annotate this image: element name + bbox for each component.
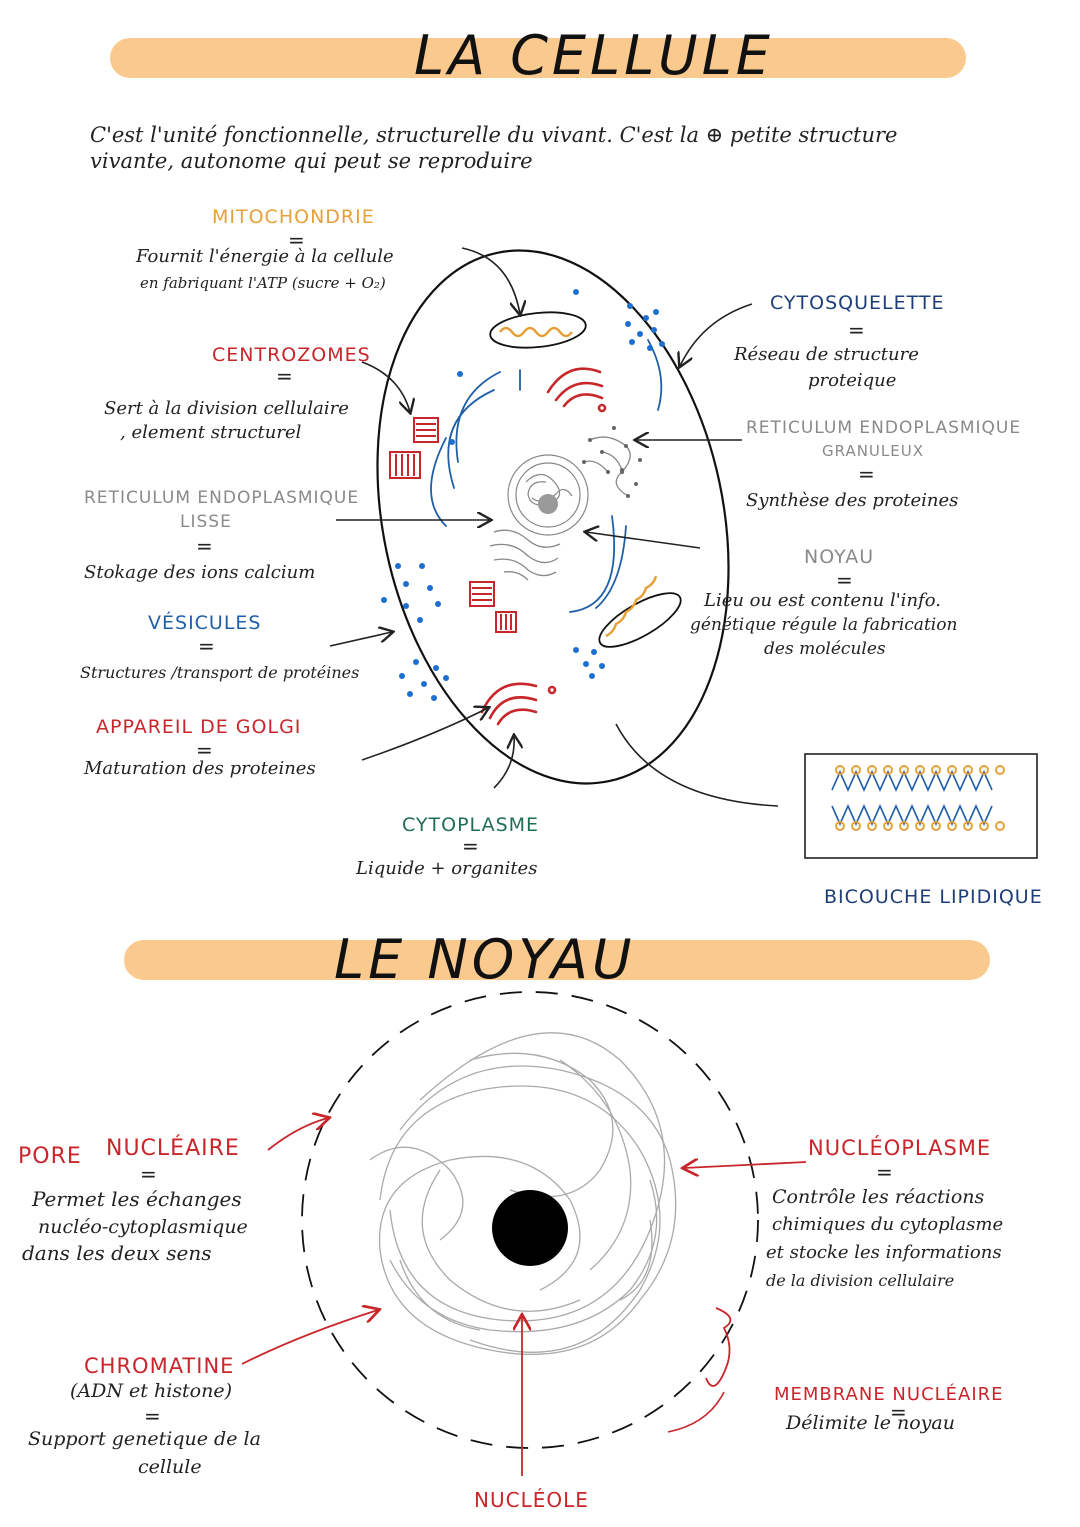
centrosome-icon xyxy=(389,417,517,633)
desc-membrane-nucleaire: Délimite le noyau xyxy=(786,1412,955,1434)
desc-noyau-cell-3: des molécules xyxy=(764,639,886,659)
desc-reticulum-lisse: Stokage des ions calcium xyxy=(84,562,316,583)
label-membrane-nucleaire: MEMBRANE NUCLÉAIRE xyxy=(774,1384,1004,1405)
label-chromatine: CHROMATINE xyxy=(84,1354,235,1378)
equals-chromatine: = xyxy=(144,1404,161,1428)
desc-vesicules: Structures /transport de protéines xyxy=(80,663,360,682)
desc-nucleoplasme-4: de la division cellulaire xyxy=(766,1271,955,1290)
desc-chromatine-2: cellule xyxy=(138,1456,202,1478)
label-bicouche-lipidique: BICOUCHE LIPIDIQUE xyxy=(824,886,1043,908)
desc-mitochondrie-2: en fabriquant l'ATP (sucre + O₂) xyxy=(140,274,386,292)
equals-golgi: = xyxy=(196,738,213,762)
equals-nucleoplasme: = xyxy=(876,1160,893,1184)
page-title-cell: LA CELLULE xyxy=(414,24,774,87)
desc-golgi: Maturation des proteines xyxy=(84,758,316,779)
label-noyau-cell: NOYAU xyxy=(804,546,875,568)
label-cytosquelette: CYTOSQUELETTE xyxy=(770,292,945,314)
desc-pore-2: nucléo-cytoplasmique xyxy=(38,1216,248,1238)
label-mitochondrie: MITOCHONDRIE xyxy=(212,206,375,228)
lipid-bilayer-box xyxy=(804,753,1038,859)
label-reticulum-lisse-2: LISSE xyxy=(180,512,232,532)
label-cytoplasme: CYTOPLASME xyxy=(402,814,540,836)
equals-cytosquelette: = xyxy=(848,318,865,342)
desc-pore-3: dans les deux sens xyxy=(22,1241,212,1265)
desc-centrosomes-2: , element structurel xyxy=(120,422,302,443)
desc-cytosquelette-1: Réseau de structure xyxy=(734,344,919,365)
desc-nucleoplasme-3: et stocke les informations xyxy=(766,1242,1002,1263)
chromatin-icon xyxy=(369,1032,677,1356)
nucleus-arrows xyxy=(241,1118,807,1476)
label-nucleoplasme: NUCLÉOPLASME xyxy=(808,1136,992,1160)
label-reticulum-lisse-1: RETICULUM ENDOPLASMIQUE xyxy=(84,488,360,508)
cell-arrows xyxy=(329,247,753,789)
nuclear-membrane-outline xyxy=(301,991,759,1449)
intro-text-line1: C'est l'unité fonctionnelle, structurell… xyxy=(90,123,898,147)
mitochondria-icon xyxy=(489,311,682,648)
smooth-er-icon xyxy=(489,529,561,581)
label-nucleole: NUCLÉOLE xyxy=(474,1488,589,1512)
intro-text-line2: vivante, autonome qui peut se reproduire xyxy=(90,149,533,173)
desc-centrosomes-1: Sert à la division cellulaire xyxy=(104,398,349,419)
desc-cytoplasme: Liquide + organites xyxy=(356,858,538,879)
label-pore-1: PORE xyxy=(18,1144,82,1169)
equals-pore: = xyxy=(140,1162,157,1186)
title-highlight-nucleus xyxy=(124,940,990,980)
nucleolus-icon xyxy=(492,1190,568,1266)
membrane-bracket xyxy=(705,1307,732,1387)
label-vesicules: VÉSICULES xyxy=(148,612,262,634)
label-pore-2: NUCLÉAIRE xyxy=(106,1136,240,1161)
equals-mitochondrie: = xyxy=(288,228,305,252)
desc-cytosquelette-2: proteique xyxy=(808,370,897,391)
desc-nucleoplasme-2: chimiques du cytoplasme xyxy=(772,1214,1004,1235)
desc-reticulum-granuleux: Synthèse des proteines xyxy=(746,490,959,511)
equals-noyau-cell: = xyxy=(836,568,853,592)
equals-reticulum-granuleux: = xyxy=(858,462,875,486)
desc-chromatine-1: Support genetique de la xyxy=(28,1428,261,1450)
desc-mitochondrie-1: Fournit l'énergie à la cellule xyxy=(136,246,394,267)
desc-pore-1: Permet les échanges xyxy=(32,1187,242,1211)
equals-cytoplasme: = xyxy=(462,834,479,858)
label-centrosomes: CENTROZOMES xyxy=(212,344,371,366)
sub-chromatine: (ADN et histone) xyxy=(70,1380,232,1402)
nucleus-small-icon xyxy=(507,454,589,536)
equals-centrosomes: = xyxy=(276,364,293,388)
desc-noyau-cell-1: Lieu ou est contenu l'info. xyxy=(704,590,941,611)
label-reticulum-granuleux-2: GRANULEUX xyxy=(822,442,924,460)
lipid-bilayer-icon xyxy=(831,765,1005,831)
label-reticulum-granuleux-1: RETICULUM ENDOPLASMIQUE xyxy=(746,418,1022,438)
page-title-nucleus: LE NOYAU xyxy=(334,928,636,991)
desc-nucleoplasme-1: Contrôle les réactions xyxy=(772,1186,985,1208)
cell-membrane-outline xyxy=(376,249,730,785)
equals-vesicules: = xyxy=(198,634,215,658)
equals-membrane: = xyxy=(890,1400,907,1424)
label-golgi: APPAREIL DE GOLGI xyxy=(96,716,302,738)
golgi-icon xyxy=(480,367,607,726)
vesicles-icon xyxy=(381,289,665,701)
title-highlight-cell xyxy=(110,38,966,78)
rough-er-icon xyxy=(582,426,642,498)
desc-noyau-cell-2: génétique régule la fabrication xyxy=(690,615,958,635)
equals-reticulum-lisse: = xyxy=(196,534,213,558)
